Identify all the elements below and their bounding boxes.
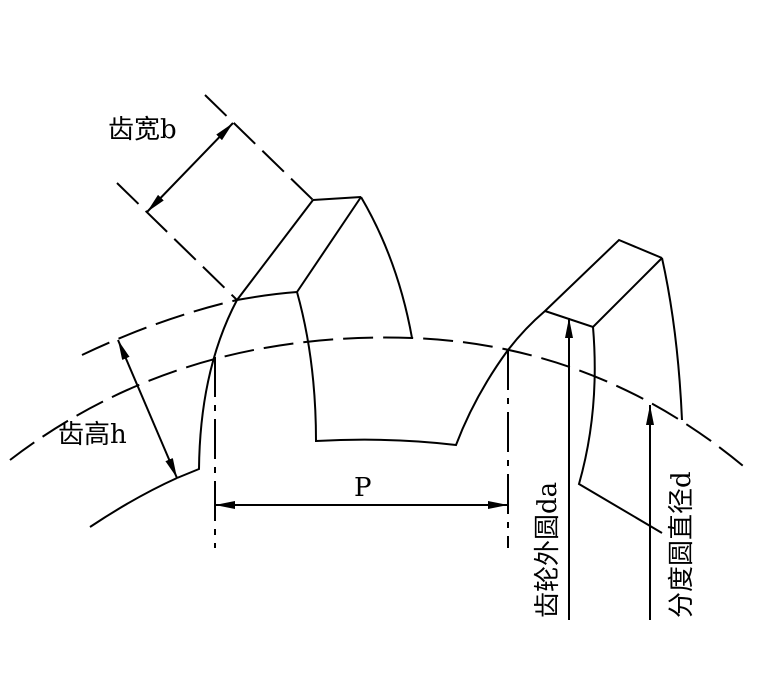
outer-diameter-label: 齿轮外圆da: [533, 482, 563, 618]
tooth-width-label: 齿宽b: [108, 115, 177, 145]
width-dimension-arrow: [146, 122, 234, 213]
left-tooth: [176, 196, 509, 479]
width-extension-line: [204, 94, 314, 201]
pitch-diameter-label: 分度圆直径d: [667, 471, 697, 618]
pitch-label: P: [354, 473, 372, 503]
addendum-circle: [81, 299, 238, 356]
tooth-height-label: 齿高h: [58, 420, 127, 450]
root-circle: [89, 477, 178, 528]
width-extension-line: [116, 182, 238, 301]
right-tooth: [507, 238, 683, 534]
pitch-circle: [9, 336, 749, 471]
height-dimension-arrow: [117, 339, 178, 479]
